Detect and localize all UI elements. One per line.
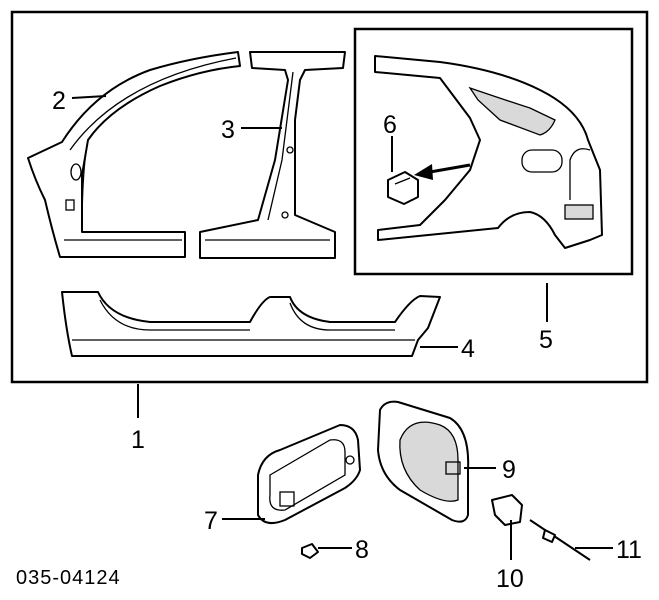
quarter-panel-frame (353, 27, 634, 276)
callout-5: 5 (539, 326, 553, 354)
callout-2: 2 (52, 87, 66, 115)
callout-8: 8 (355, 536, 369, 564)
callout-10: 10 (496, 565, 524, 593)
callout-3: 3 (221, 116, 235, 144)
callout-9: 9 (502, 456, 516, 484)
clip-part (301, 543, 319, 559)
rocker-sill (61, 291, 441, 357)
diagram-code: 035-04124 (16, 567, 121, 589)
leader-lines (71, 95, 613, 560)
hinge-part (491, 494, 523, 526)
quarter-panel (374, 55, 603, 249)
bracket-part (387, 171, 419, 205)
callout-7: 7 (204, 507, 218, 535)
fuel-door (377, 400, 470, 523)
install-arrow (414, 163, 471, 180)
release-cable (529, 519, 591, 561)
fuel-door-housing (257, 424, 361, 525)
callout-4: 4 (461, 335, 475, 363)
callout-6: 6 (383, 111, 397, 139)
front-aperture-panel (27, 51, 241, 258)
callout-11: 11 (616, 536, 642, 564)
assembly-frame (10, 10, 649, 384)
callout-1: 1 (131, 426, 145, 454)
b-pillar (199, 51, 346, 259)
